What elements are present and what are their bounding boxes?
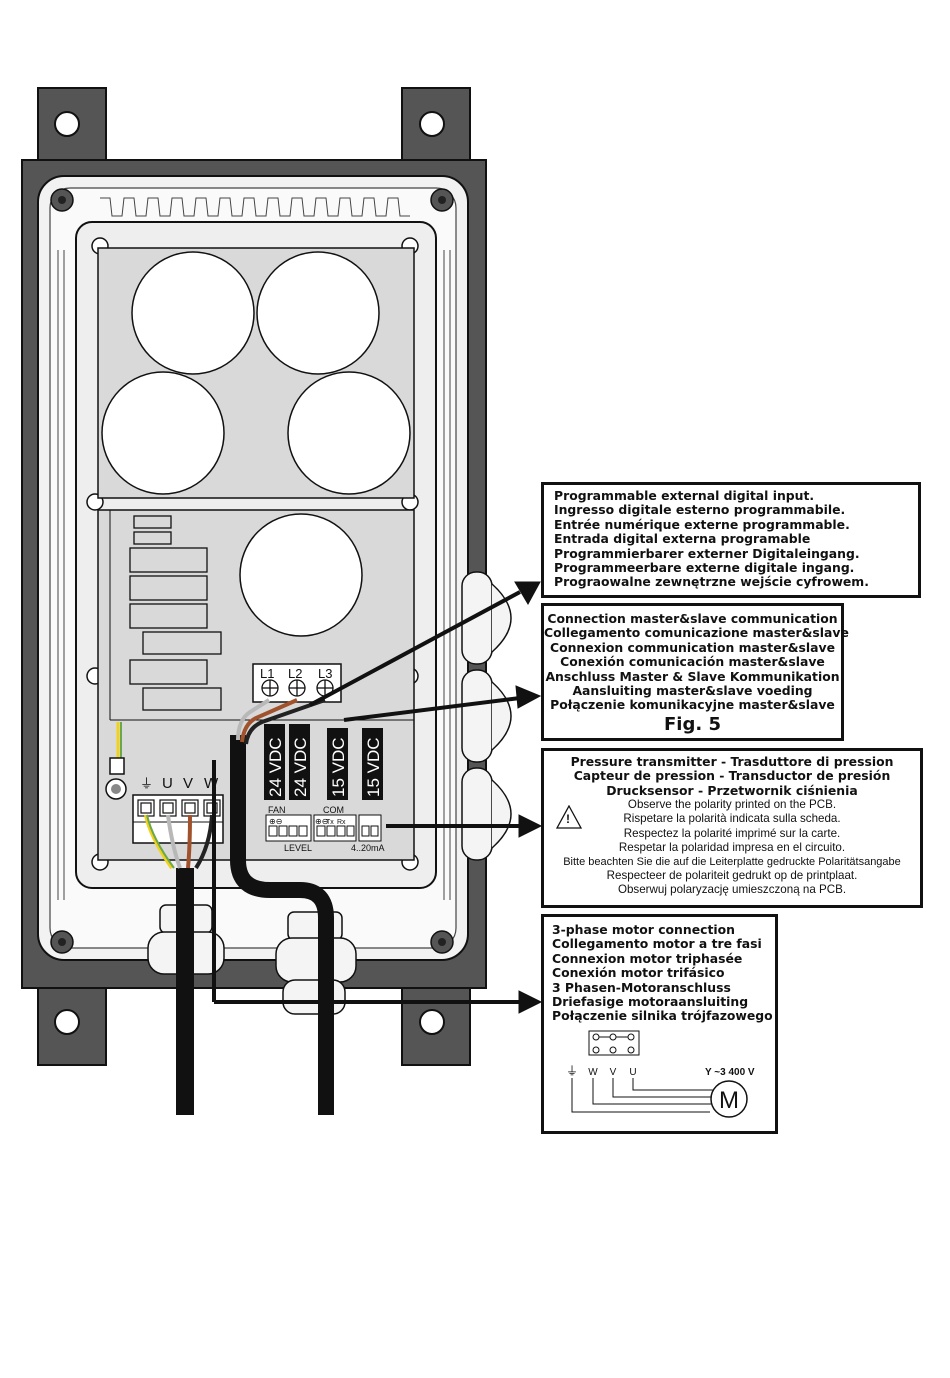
motor-line-es: Conexión motor trifásico (552, 965, 725, 981)
motor-connection-box: 3-phase motor connection Collegamento mo… (541, 914, 778, 1134)
supply-label-4: 15 VDC (364, 737, 383, 797)
digital-input-line-nl: Programmeerbare externe digitale ingang. (554, 560, 855, 576)
supply-cable (230, 735, 334, 1115)
supply-wires (236, 698, 326, 745)
pressure-transmitter-box: Pressure transmitter - Trasduttore di pr… (541, 748, 923, 908)
pressure-title-3: Drucksensor - Przetwornik ciśnienia (606, 782, 858, 798)
pressure-line-es: Respetar la polaridad impresa en el circ… (618, 840, 846, 854)
signal-terminal-strip (265, 814, 382, 842)
top-mounting-bracket (37, 87, 471, 169)
master-slave-line-en: Connection master&slave communication (547, 611, 838, 626)
terminal-label-earth: ⏚ (140, 776, 153, 791)
digital-input-line-es: Entrada digital externa programable (554, 531, 811, 547)
earth-lug (105, 722, 127, 800)
pressure-line-en: Observe the polarity printed on the PCB. (627, 798, 837, 812)
terminal-label-l1: L1 (260, 666, 274, 681)
motor-terminal-w: W (588, 1067, 598, 1078)
callout-arrows (212, 581, 543, 1014)
level-label: LEVEL (284, 843, 312, 853)
range-label: 4..20mA (351, 843, 385, 853)
supply-label-1: 24 VDC (266, 737, 285, 797)
pressure-line-nl: Respecteer de polariteit gedrukt op de p… (606, 869, 858, 883)
figure-label: Fig. 5 (664, 713, 721, 735)
master-slave-line-it: Collegamento comunicazione master&slave (544, 625, 849, 641)
digital-input-line-fr: Entrée numérique externe programmable. (554, 516, 850, 532)
supply-label-tags (264, 724, 383, 800)
motor-symbol: M (719, 1087, 739, 1114)
com-polarity: ⊕⊖ (315, 817, 328, 826)
cooling-fins (57, 197, 451, 900)
motor-wires (144, 814, 214, 870)
master-slave-box: Connection master&slave communication Co… (541, 603, 849, 741)
terminal-label-l3: L3 (318, 666, 332, 681)
motor-line-pl: Połączenie silnika trójfazowego (552, 1008, 773, 1024)
master-slave-line-es: Conexión comunicación master&slave (560, 654, 825, 670)
capacitors (101, 251, 411, 495)
supply-label-3: 15 VDC (329, 737, 348, 797)
pressure-line-pl: Obserwuj polaryzację umieszczoną na PCB. (617, 883, 847, 897)
terminal-label-u: U (162, 775, 173, 792)
motor-line-fr: Connexion motor triphasée (552, 950, 743, 966)
master-slave-line-fr: Connexion communication master&slave (550, 639, 835, 655)
motor-line-it: Collegamento motor a tre fasi (552, 936, 762, 952)
fan-label: FAN (268, 805, 286, 815)
motor-terminal-ground: ⏚ (566, 1064, 578, 1078)
warning-icon: ! (555, 804, 583, 831)
digital-input-line-en: Programmable external digital input. (554, 488, 815, 503)
pressure-title-2: Capteur de pression - Transductor de pre… (573, 768, 891, 784)
tx-label: Tx (326, 819, 334, 826)
pressure-title-1: Pressure transmitter - Trasduttore di pr… (570, 754, 894, 769)
master-slave-line-pl: Połączenie komunikacyjne master&slave (550, 697, 835, 713)
pressure-line-de: Bitte beachten Sie die auf die Leiterpla… (563, 856, 901, 869)
board-components (129, 515, 222, 711)
fan-polarity: ⊕⊖ (269, 817, 282, 826)
terminal-label-v: V (183, 775, 193, 792)
board-capacitor (239, 513, 363, 637)
motor-line-de: 3 Phasen-Motoranschluss (552, 979, 731, 995)
bottom-mounting-bracket (37, 974, 471, 1066)
motor-circle (710, 1080, 748, 1118)
motor-supply-label: Y ~3 400 V (705, 1067, 755, 1078)
side-cable-glands (461, 571, 512, 861)
digital-input-box: Programmable external digital input. Ing… (541, 482, 921, 598)
terminal-label-w: W (204, 775, 219, 792)
digital-input-line-de: Programmierbarer externer Digitaleingang… (554, 545, 860, 561)
terminal-label-l2: L2 (288, 666, 302, 681)
motor-terminal-v: V (610, 1067, 617, 1078)
digital-input-line-it: Ingresso digitale esterno programmabile. (554, 502, 846, 518)
pressure-line-it: Rispetare la polarità indicata sulla sch… (623, 812, 841, 826)
pressure-line-fr: Respectez la polarité imprimé sur la car… (623, 826, 841, 840)
motor-line-en: 3-phase motor connection (552, 922, 735, 937)
motor-line-nl: Driefasige motoraansluiting (552, 994, 749, 1010)
digital-input-line-pl: Prograowalne zewnętrzne wejście cyfrowem… (554, 574, 869, 590)
supply-label-2: 24 VDC (291, 737, 310, 797)
master-slave-line-nl: Aansluiting master&slave voeding (572, 683, 813, 699)
master-slave-line-de: Anschluss Master & Slave Kommunikation (545, 668, 840, 684)
warning-glyph: ! (566, 812, 570, 826)
motor-schematic (571, 1030, 748, 1118)
rx-label: Rx (337, 819, 346, 826)
line-terminal-block (252, 663, 342, 703)
com-label: COM (323, 805, 344, 815)
motor-terminal-u: U (629, 1067, 636, 1078)
